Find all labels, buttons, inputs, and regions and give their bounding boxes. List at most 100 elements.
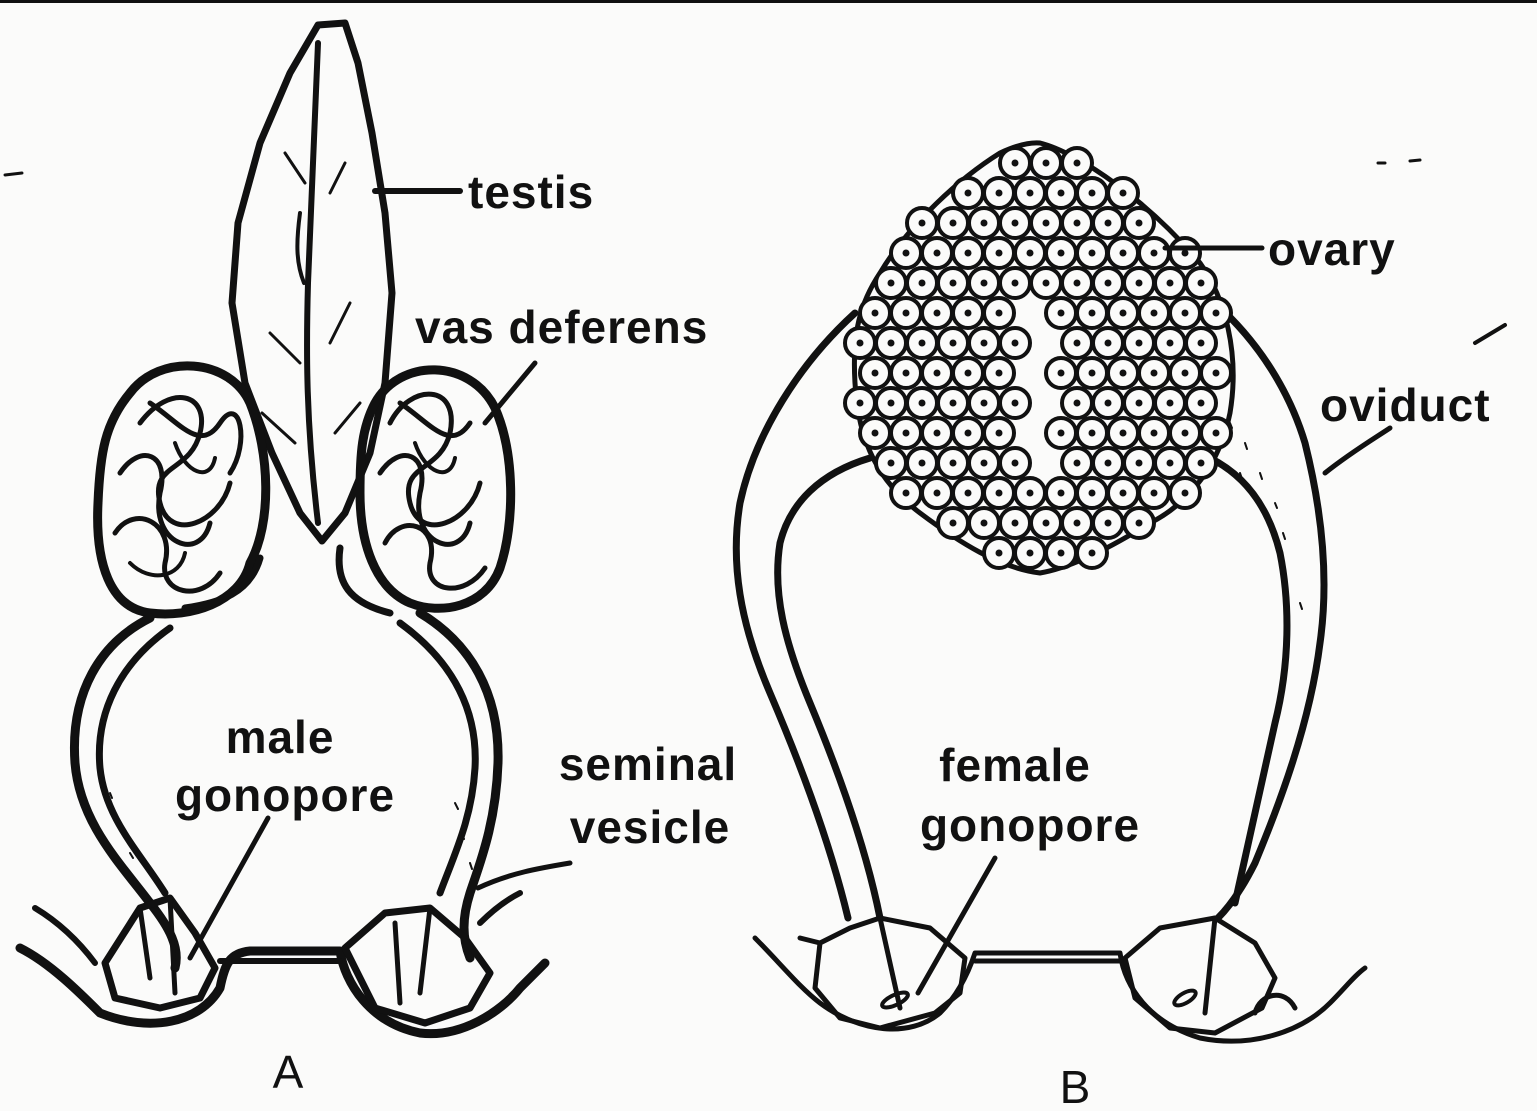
label-vas-deferens: vas deferens: [415, 301, 708, 353]
testis-shape: [232, 23, 392, 541]
ovum-nucleus: [1151, 310, 1158, 317]
ovum-nucleus: [1058, 190, 1065, 197]
ovum-nucleus: [1167, 340, 1174, 347]
ovum-nucleus: [1198, 280, 1205, 287]
ovum-nucleus: [903, 250, 910, 257]
ovum-nucleus: [1136, 220, 1143, 227]
ovum-nucleus: [1120, 250, 1127, 257]
ovum-nucleus: [1198, 340, 1205, 347]
ovum-nucleus: [1043, 160, 1050, 167]
ovum-nucleus: [919, 220, 926, 227]
ovum-nucleus: [1074, 160, 1081, 167]
ovum-nucleus: [1043, 520, 1050, 527]
panel-letter-b: B: [1060, 1061, 1091, 1111]
label-seminal-vesicle-line1: seminal: [559, 738, 737, 790]
ovum-nucleus: [1136, 280, 1143, 287]
ovum-nucleus: [1089, 190, 1096, 197]
ovum-nucleus: [1151, 370, 1158, 377]
ovum-nucleus: [1089, 490, 1096, 497]
ovum-nucleus: [1027, 250, 1034, 257]
ovum-nucleus: [1012, 460, 1019, 467]
ovum-nucleus: [950, 400, 957, 407]
ovum-nucleus: [1043, 220, 1050, 227]
ovum-nucleus: [1012, 520, 1019, 527]
ovum-nucleus: [1027, 490, 1034, 497]
ovum-nucleus: [919, 460, 926, 467]
ovum-nucleus: [1120, 430, 1127, 437]
ovum-nucleus: [1074, 460, 1081, 467]
ovum-nucleus: [1182, 370, 1189, 377]
ovum-nucleus: [1151, 430, 1158, 437]
ovum-nucleus: [1120, 190, 1127, 197]
ovum-nucleus: [981, 340, 988, 347]
ovum-nucleus: [872, 430, 879, 437]
ovum-nucleus: [981, 220, 988, 227]
label-male-gonopore-line2: gonopore: [175, 769, 395, 821]
ovum-nucleus: [903, 310, 910, 317]
ovum-nucleus: [965, 250, 972, 257]
ovum-nucleus: [1136, 340, 1143, 347]
ovum-nucleus: [950, 220, 957, 227]
ovum-nucleus: [903, 370, 910, 377]
ovum-nucleus: [996, 190, 1003, 197]
label-female-gonopore-line1: female: [939, 739, 1091, 791]
ovum-nucleus: [903, 430, 910, 437]
ovum-nucleus: [1105, 520, 1112, 527]
ovum-nucleus: [1089, 550, 1096, 557]
ovum-nucleus: [1074, 340, 1081, 347]
ovum-nucleus: [1213, 370, 1220, 377]
scan-specks: [5, 160, 1420, 175]
ovum-nucleus: [857, 340, 864, 347]
ovum-nucleus: [1182, 250, 1189, 257]
ovary-shape: [845, 143, 1233, 573]
ovum-nucleus: [1012, 220, 1019, 227]
ovum-nucleus: [872, 310, 879, 317]
ovum-nucleus: [1012, 280, 1019, 287]
ovum-nucleus: [1043, 280, 1050, 287]
ovum-nucleus: [950, 340, 957, 347]
ovum-nucleus: [1167, 400, 1174, 407]
ovum-nucleus: [1213, 430, 1220, 437]
ovum-nucleus: [950, 280, 957, 287]
ovum-nucleus: [996, 430, 1003, 437]
vas-deferens-left-coil: [98, 366, 266, 614]
ovum-nucleus: [888, 340, 895, 347]
ovum-nucleus: [1182, 490, 1189, 497]
ovum-nucleus: [1089, 250, 1096, 257]
ovum-nucleus: [996, 550, 1003, 557]
ovum-nucleus: [1089, 370, 1096, 377]
ovum-nucleus: [1198, 400, 1205, 407]
ovum-nucleus: [1074, 520, 1081, 527]
label-male-gonopore-line1: male: [226, 711, 335, 763]
ovum-nucleus: [1136, 460, 1143, 467]
ovum-nucleus: [1167, 280, 1174, 287]
ovum-nucleus: [996, 490, 1003, 497]
ovum-nucleus: [1012, 340, 1019, 347]
ovum-nucleus: [965, 310, 972, 317]
ovum-nucleus: [1105, 460, 1112, 467]
ovum-nucleus: [903, 490, 910, 497]
ovum-nucleus: [950, 520, 957, 527]
ovum-nucleus: [1120, 490, 1127, 497]
ovum-nucleus: [888, 460, 895, 467]
ovum-nucleus: [1058, 370, 1065, 377]
ovum-nucleus: [1074, 220, 1081, 227]
ovum-nucleus: [1213, 310, 1220, 317]
ovum-nucleus: [934, 250, 941, 257]
ovum-nucleus: [1058, 250, 1065, 257]
label-oviduct: oviduct: [1320, 379, 1491, 431]
ovum-nucleus: [934, 430, 941, 437]
ovum-nucleus: [981, 460, 988, 467]
ovum-nucleus: [1105, 220, 1112, 227]
ovum-nucleus: [919, 280, 926, 287]
ovum-nucleus: [1105, 280, 1112, 287]
ovum-nucleus: [1167, 460, 1174, 467]
ovum-nucleus: [965, 190, 972, 197]
ovum-nucleus: [857, 400, 864, 407]
label-female-gonopore-line2: gonopore: [920, 799, 1140, 851]
ovum-nucleus: [981, 400, 988, 407]
ovum-nucleus: [1089, 430, 1096, 437]
panel-letter-a: A: [273, 1046, 304, 1098]
panel-male: testis vas deferens male gonopore semina…: [20, 23, 737, 1098]
